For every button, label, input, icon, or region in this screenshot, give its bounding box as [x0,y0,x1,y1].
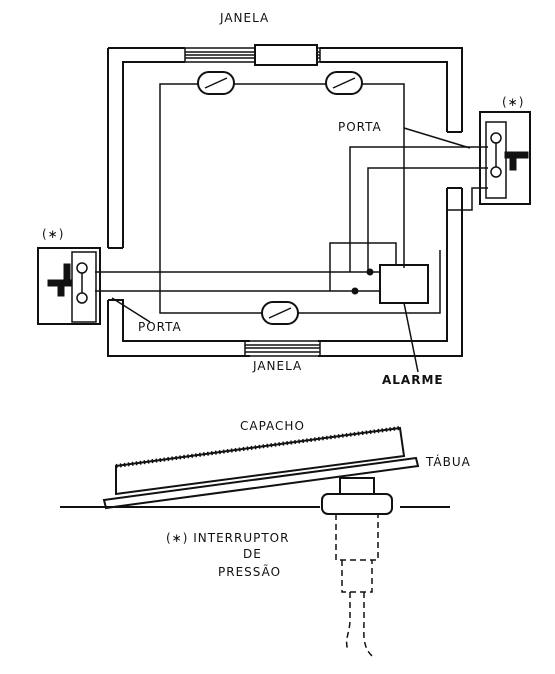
right-door-switch [479,111,531,205]
alarm-label: ALARME [382,373,444,387]
switch-caption-line3: PRESSÃO [218,564,281,579]
switch-button [339,477,375,495]
switch-wire-left [345,592,351,651]
junction-dot [351,287,359,295]
doormat [115,426,406,496]
outer-wall [107,47,463,357]
room-walls [107,44,463,357]
switch-housing-dashed [335,514,379,561]
wall-caps [108,131,462,310]
left-switch-wires [95,271,380,292]
sensor-top-left [197,71,235,95]
window-bottom-label: JANELA [252,359,302,373]
switch-marker-left: (∗) [42,227,64,241]
doormat-section [60,426,450,657]
inner-wall [122,61,448,342]
right-switch-wires [349,146,488,272]
window-top [184,44,321,66]
door-right-label: PORTA [338,120,382,134]
alarm-leader-line [403,302,419,373]
wiring [95,83,488,314]
door-left-leader [111,297,151,323]
junction-dot [366,268,374,276]
switch-marker-right: (∗) [502,95,524,109]
window-bottom [244,340,321,357]
switch-caption-line2: DE [243,547,262,561]
alarm-box [379,264,429,304]
switch-wire-right [363,592,373,657]
switch-body [321,493,393,515]
sensor-bottom [261,301,299,325]
switch-lower-dashed [341,560,373,593]
sensor-loop-wire [159,83,441,314]
door-right-leader [403,127,471,149]
switch-caption-line1: (∗) INTERRUPTOR [166,531,289,545]
board [102,456,420,510]
board-label: TÁBUA [425,454,471,469]
sensor-top-right [325,71,363,95]
left-door-switch [37,247,101,325]
doormat-label: CAPACHO [240,419,305,433]
door-left-label: PORTA [138,320,182,334]
alarm-top-bracket [329,242,397,291]
window-top-label: JANELA [219,11,269,25]
